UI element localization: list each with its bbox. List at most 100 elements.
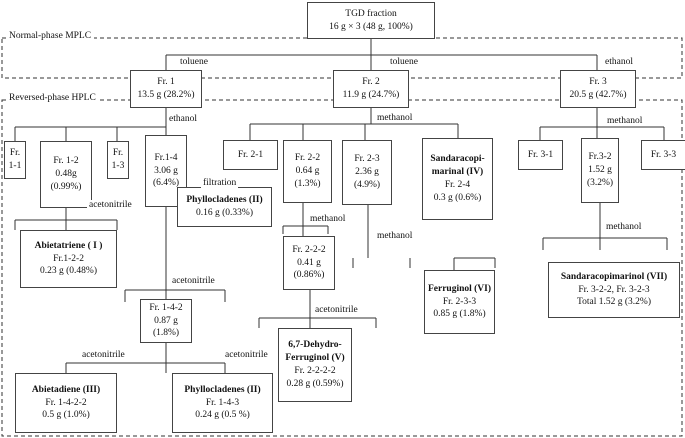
node-line: 0.41 g — [297, 257, 321, 268]
node-line: (1.8%) — [152, 328, 180, 339]
node-line: 0.23 g (0.48%) — [40, 266, 97, 277]
normal-phase-label: Normal-phase MPLC — [6, 31, 95, 41]
node-line: Fr. 2-2-2-2 — [294, 366, 336, 376]
edge-fr1-split — [14, 107, 167, 141]
node-line: 13.5 g (28.2%) — [137, 90, 195, 100]
edge-label-methanol: methanol — [308, 214, 348, 225]
node-line: 1.52 g — [588, 165, 612, 176]
node-fr1-4: Fr.1-4 3.06 g (6.4%) — [145, 135, 187, 207]
edge-label-methanol: methanol — [375, 231, 415, 242]
node-fr3-2: Fr.3-2 1.52 g(3.2%) — [581, 138, 619, 203]
node-line: 0.24 g (0.5 %) — [195, 410, 250, 421]
node-line: Abietatriene ( I ) — [34, 240, 103, 251]
edge-label-acetonitrile: acetonitrile — [87, 200, 134, 211]
node-line: Fr. 2 — [362, 77, 380, 88]
node-line: Fr. 3-1 — [527, 149, 554, 160]
node-line: Fr. 3 — [589, 77, 607, 88]
node-line: 0.85 g (1.8%) — [433, 309, 486, 320]
node-fr3: Fr. 3 20.5 g (42.7%) — [560, 70, 636, 108]
node-line: Phyllocladenes (II) — [184, 384, 261, 395]
node-ferruginol: Ferruginol (VI) Fr. 2-3-3 0.85 g (1.8%) — [424, 270, 495, 334]
node-sandaracopimarinal: Sandaracopi-marinal (IV) Fr. 2-4 0.3 g (0.… — [422, 138, 493, 220]
node-fr2-2-2: Fr. 2-2-2 0.41 g (0.86%) — [283, 236, 335, 290]
edge-fr2-split — [249, 107, 459, 140]
edge-label-toluene: toluene — [178, 57, 210, 68]
edge-label-methanol: methanol — [604, 222, 644, 233]
edge-fr222-split — [258, 290, 377, 328]
node-line: TGD fraction — [345, 8, 397, 19]
node-line: Fr.1-4 — [154, 152, 178, 163]
node-line: (0.99%) — [50, 181, 82, 192]
node-line: marinal (IV) — [431, 167, 484, 178]
node-line: Ferruginol (VI) — [427, 283, 492, 294]
node-line: Fr. 2-4 — [444, 180, 471, 190]
node-line: (1.3%) — [294, 178, 321, 189]
node-line: 0.3 g (0.6%) — [433, 192, 482, 203]
node-line: Fr. 2-3-3 — [442, 296, 477, 307]
edge-fr142-split — [65, 343, 226, 373]
node-line: 3.06 g — [154, 165, 178, 176]
node-line: Total 1.52 g (3.2%) — [576, 297, 651, 308]
node-line: (0.86%) — [293, 270, 325, 281]
node-line: Fr. 1-4-2-2 — [45, 397, 87, 408]
edge-fr23-split — [352, 205, 496, 270]
node-phyllocladenes-ii-fr1-4-3: Phyllocladenes (II) Fr. 1-4-3 0.24 g (0.5 … — [172, 373, 273, 433]
edge-fr22-split — [282, 203, 329, 236]
node-fr1-4-2: Fr. 1-4-2 0.87 g (1.8%) — [140, 299, 192, 343]
edge-label-acetonitrile: acetonitrile — [170, 276, 217, 287]
edge-fr14-split — [124, 289, 226, 302]
node-line: 0.64 g — [295, 166, 320, 177]
node-line: 0.16 g (0.33%) — [196, 208, 253, 218]
node-line: 6,7-Dehydro- — [288, 340, 342, 351]
node-line: Fr. 2-2 — [294, 153, 321, 164]
node-sandaracopimarinol: Sandaracopimarinol (VII) Fr. 3-2-2, Fr. 3… — [548, 262, 680, 318]
node-line: Fr. — [112, 148, 124, 159]
node-tgd-fraction: TGD fraction 16 g × 3 (48 g, 100%) — [307, 2, 435, 39]
edge-label-acetonitrile: acetonitrile — [80, 350, 127, 361]
node-line: 2.36 g — [355, 167, 379, 178]
node-line: Sandaracopimarinol (VII) — [560, 271, 668, 282]
node-fr1: Fr. 1 13.5 g (28.2%) — [130, 70, 202, 108]
node-line: 0.48g — [55, 169, 77, 180]
node-phyllocladenes-ii-filtration: Phyllocladenes (II) 0.16 g (0.33%) — [177, 187, 272, 227]
node-line: Fr. 1 — [157, 77, 175, 88]
edge-label-ethanol: ethanol — [603, 57, 635, 68]
node-line: 16 g × 3 (48 g, 100%) — [329, 21, 413, 32]
node-line: Fr. 2-3 — [354, 154, 380, 165]
node-line: (6.4%) — [152, 178, 180, 189]
reversed-phase-label: Reversed-phase HPLC — [6, 93, 99, 103]
node-line: 20.5 g (42.7%) — [569, 90, 627, 100]
node-line: Fr.3-2 — [588, 152, 612, 163]
node-line: Abietadiene (III) — [31, 384, 101, 395]
node-line: Fr. 2-1 — [237, 149, 264, 160]
edge-label-filtration: filtration — [201, 178, 239, 189]
node-line: Sandaracopi- — [430, 154, 485, 165]
node-line: 1-3 — [111, 161, 125, 171]
node-fr3-1: Fr. 3-1 — [518, 140, 563, 170]
edge-label-acetonitrile: acetonitrile — [313, 305, 360, 316]
edge-label-methanol: methanol — [605, 116, 645, 127]
node-line: (4.9%) — [353, 179, 381, 190]
node-line: 0.5 g (1.0%) — [42, 410, 90, 421]
edge-fr32-split — [542, 203, 668, 250]
edge-label-ethanol: ethanol — [167, 114, 199, 125]
edge-label-acetonitrile: acetonitrile — [223, 350, 270, 361]
node-line: Fr. 3-3 — [650, 149, 677, 160]
node-line: 0.87 g — [154, 315, 178, 326]
node-abietadiene: Abietadiene (III) Fr. 1-4-2-2 0.5 g (1.0%) — [15, 373, 117, 433]
edge-tgd-split — [165, 39, 598, 70]
node-line: (3.2%) — [586, 177, 614, 188]
node-line: Fr. 2-2-2 — [292, 244, 326, 255]
node-line: Phyllocladenes (II) — [186, 195, 263, 206]
node-line: Fr. 3-2-2, Fr. 3-2-3 — [578, 284, 650, 295]
node-fr1-1: Fr.1-1 — [4, 141, 26, 179]
node-line: Fr. 1-4-3 — [205, 397, 240, 408]
node-fr1-2: Fr. 1-2 0.48g(0.99%) — [40, 141, 92, 208]
node-line: Fr. 1-2 — [53, 156, 79, 167]
node-line: Fr. — [9, 148, 21, 159]
node-line: Fr. 1-4-2 — [149, 302, 183, 313]
node-fr2-1: Fr. 2-1 — [223, 140, 278, 170]
